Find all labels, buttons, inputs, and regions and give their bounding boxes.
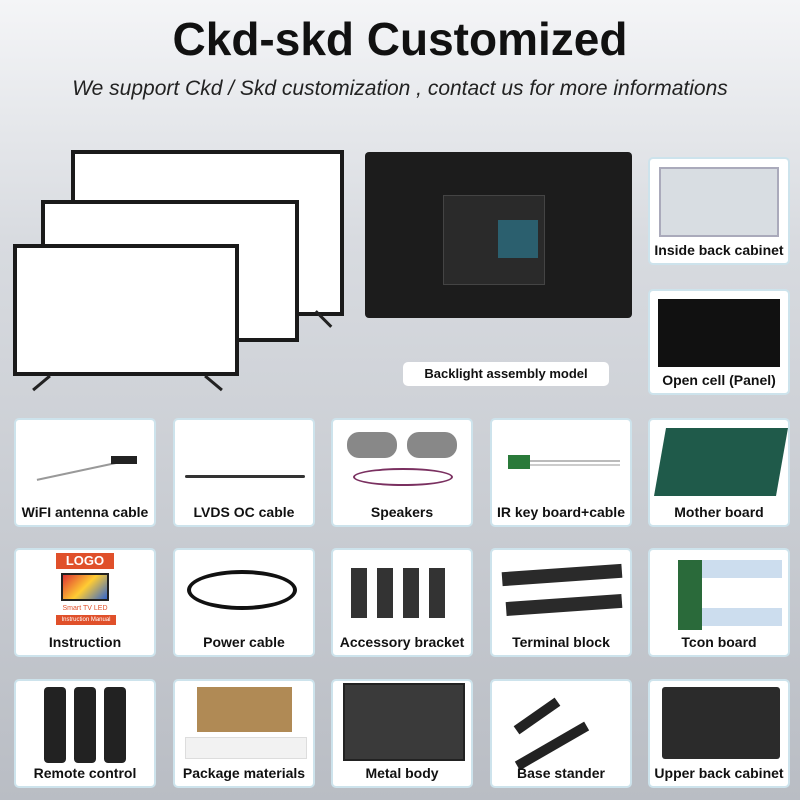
backlight-assembly-label: Backlight assembly model bbox=[403, 362, 609, 386]
card-label: Tcon board bbox=[681, 634, 757, 650]
product-text: Smart TV LED bbox=[62, 605, 108, 612]
card-lvds-oc-cable: LVDS OC cable bbox=[173, 418, 315, 527]
card-label: Remote control bbox=[33, 765, 137, 781]
card-accessory-bracket: Accessory bracket bbox=[331, 548, 473, 657]
card-label: Inside back cabinet bbox=[654, 242, 784, 258]
card-upper-back-cabinet: Upper back cabinet bbox=[648, 679, 790, 788]
card-tcon-board: Tcon board bbox=[648, 548, 790, 657]
manual-badge: Instruction Manual bbox=[56, 615, 116, 625]
card-mother-board: Mother board bbox=[648, 418, 790, 527]
card-base-stander: Base stander bbox=[490, 679, 632, 788]
card-ir-key-board-cable: IR key board+cable bbox=[490, 418, 632, 527]
mainboard-pcb bbox=[498, 220, 538, 258]
card-metal-body: Metal body bbox=[331, 679, 473, 788]
card-label: Mother board bbox=[674, 504, 764, 520]
card-wifi-antenna-cable: WiFI antenna cable bbox=[14, 418, 156, 527]
card-label: Accessory bracket bbox=[339, 634, 465, 650]
card-label: IR key board+cable bbox=[496, 504, 625, 520]
logo-badge: LOGO bbox=[56, 553, 114, 569]
card-label: Speakers bbox=[370, 504, 434, 520]
card-speakers: Speakers bbox=[331, 418, 473, 527]
card-remote-control: Remote control bbox=[14, 679, 156, 788]
card-label: Metal body bbox=[365, 765, 439, 781]
card-label: Terminal block bbox=[512, 634, 610, 650]
card-label: Upper back cabinet bbox=[654, 765, 784, 781]
card-package-materials: Package materials bbox=[173, 679, 315, 788]
card-terminal-block: Terminal block bbox=[490, 548, 632, 657]
card-open-cell: Open cell (Panel) bbox=[648, 289, 790, 395]
card-inside-back-cabinet: Inside back cabinet bbox=[648, 157, 790, 265]
tv-thumbnail bbox=[61, 573, 109, 601]
card-label: Package materials bbox=[182, 765, 306, 781]
card-label: Base stander bbox=[517, 765, 605, 781]
card-power-cable: Power cable bbox=[173, 548, 315, 657]
card-label: Instruction bbox=[48, 634, 122, 650]
card-label: Power cable bbox=[203, 634, 285, 650]
card-label: WiFI antenna cable bbox=[21, 504, 149, 520]
page-subtitle: We support Ckd / Skd customization , con… bbox=[72, 77, 728, 100]
page-title: Ckd-skd Customized bbox=[172, 13, 628, 65]
card-label: Open cell (Panel) bbox=[662, 372, 776, 388]
card-label: LVDS OC cable bbox=[193, 504, 295, 520]
